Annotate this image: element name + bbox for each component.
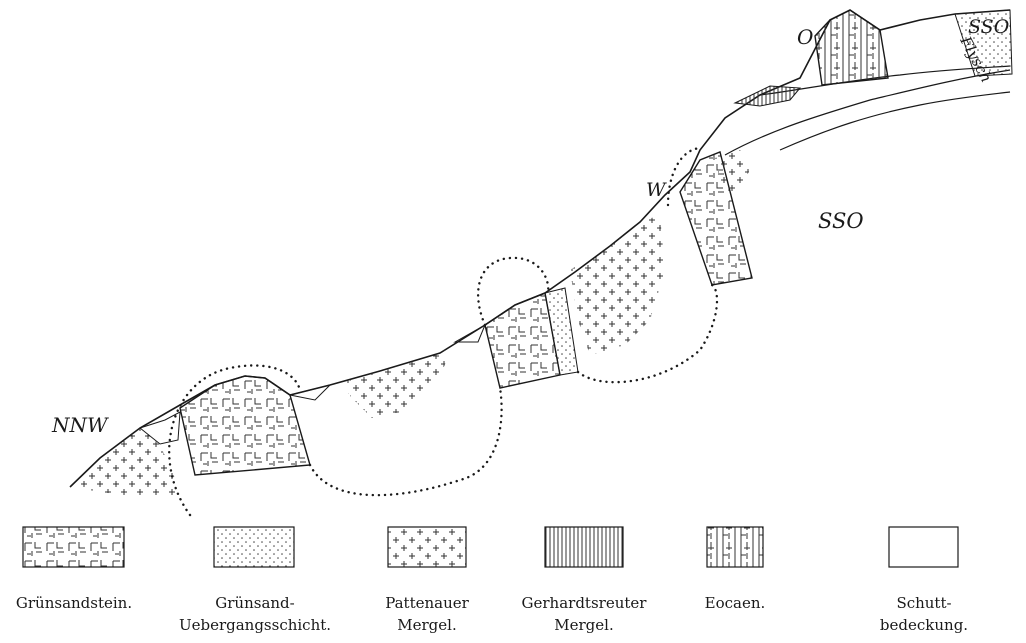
legend-label-gerhardtsreuter: Gerhardtsreuter Mergel. xyxy=(508,592,660,636)
legend-gruensand-line2: Uebergangsschicht. xyxy=(160,614,350,636)
label-sso-mid: SSO xyxy=(818,209,864,233)
legend-label-gruensand-uebergang: Grünsand- Uebergangsschicht. xyxy=(160,592,350,636)
legend-box-gruensandstein xyxy=(23,527,124,567)
legend-box-gerhardtsreuter xyxy=(545,527,623,567)
legend-gerhardtsreuter-line1: Gerhardtsreuter xyxy=(508,592,660,614)
legend-pattenauer-line1: Pattenauer xyxy=(360,592,494,614)
legend-label-gruensandstein: Grünsandstein. xyxy=(0,592,148,614)
legend-box-gruensand-uebergang xyxy=(214,527,294,567)
legend-label-schutt: Schutt- bedeckung. xyxy=(854,592,994,636)
legend-label-eocaen: Eocaen. xyxy=(680,592,790,614)
upper-strata-line-2 xyxy=(780,92,1010,150)
legend-schutt-line2: bedeckung. xyxy=(854,614,994,636)
label-sso-top: SSO xyxy=(968,16,1010,38)
legend-gruensandstein-line1: Grünsandstein. xyxy=(0,592,148,614)
gruensandstein-block-1 xyxy=(180,376,310,475)
legend-label-pattenauer: Pattenauer Mergel. xyxy=(360,592,494,636)
legend-pattenauer-line2: Mergel. xyxy=(360,614,494,636)
legend-gruensand-line1: Grünsand- xyxy=(160,592,350,614)
legend-box-eocaen xyxy=(707,527,763,567)
legend-box-pattenauer xyxy=(388,527,466,567)
pattenauer-mergel-right xyxy=(570,215,665,355)
legend-schutt-line1: Schutt- xyxy=(854,592,994,614)
eocaen-block xyxy=(815,10,888,85)
pattenauer-mergel-left xyxy=(70,428,175,497)
schutt-lens-block-2 xyxy=(455,325,485,342)
label-o: O xyxy=(797,25,813,49)
legend-eocaen-line1: Eocaen. xyxy=(680,592,790,614)
label-w: W xyxy=(646,179,667,201)
legend-box-schutt xyxy=(889,527,958,567)
gerhardtsreuter-lens xyxy=(735,86,800,106)
upper-strata-line-1 xyxy=(725,70,1010,155)
label-nnw: NNW xyxy=(51,413,109,437)
legend-gerhardtsreuter-line2: Mergel. xyxy=(508,614,660,636)
